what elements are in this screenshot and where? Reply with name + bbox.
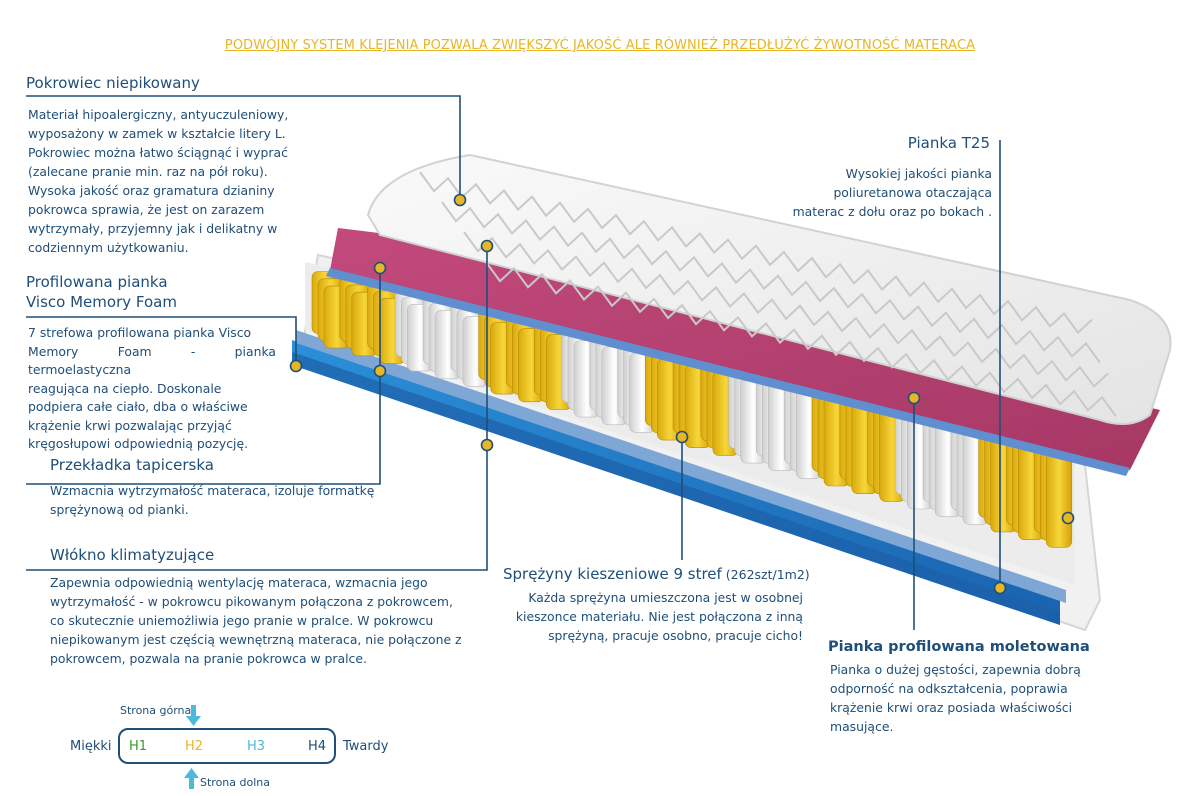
marker-moletowana bbox=[907, 391, 921, 405]
sprezyny-title-main: Sprężyny kieszeniowe 9 stref bbox=[503, 565, 722, 583]
text-line: 7 strefowa profilowana pianka Visco bbox=[28, 325, 252, 340]
text-line: Pokrowiec można łatwo ściągnąć i wyprać bbox=[28, 145, 288, 160]
visco-title: Profilowana pianka Visco Memory Foam bbox=[26, 272, 177, 312]
text-line: (zalecane pranie min. raz na pół roku). bbox=[28, 164, 268, 179]
text-line: masujące. bbox=[830, 719, 894, 734]
arrow-up-icon bbox=[184, 768, 199, 789]
text-line: pokrowcem, pozwala na pranie pokrowca w … bbox=[50, 651, 367, 666]
pianka-t25-description: Wysokiej jakości pianka poliuretanowa ot… bbox=[760, 164, 992, 221]
przekladka-description: Wzmacnia wytrzymałość materaca, izoluje … bbox=[50, 481, 390, 519]
text-line: odporność na odkształcenia, poprawia bbox=[830, 681, 1068, 696]
marker-bottom-foam bbox=[289, 359, 303, 373]
hardness-level-h3: H3 bbox=[247, 739, 266, 754]
text-line: Pianka o dużej gęstości, zapewnia dobrą bbox=[830, 662, 1081, 677]
text-line: Memory Foam - pianka termoelastyczna bbox=[28, 343, 276, 378]
text-line: sprężyną, pracuje osobno, pracuje cicho! bbox=[548, 628, 803, 643]
text-line: wytrzymałość - w pokrowcu pikowanym połą… bbox=[50, 594, 453, 609]
sprezyny-description: Każda sprężyna umieszczona jest w osobne… bbox=[490, 588, 803, 645]
marker-sprezyny bbox=[675, 430, 689, 444]
text-line: wytrzymały, przyjemny jak i delikatny w bbox=[28, 221, 278, 236]
marker-visco bbox=[373, 364, 387, 378]
pokrowiec-title: Pokrowiec niepikowany bbox=[26, 74, 200, 92]
pianka-t25-title: Pianka T25 bbox=[907, 134, 990, 152]
wlokno-title: Włókno klimatyzujące bbox=[50, 546, 215, 564]
marker-spacer bbox=[480, 438, 494, 452]
visco-foam-layer bbox=[330, 228, 1160, 470]
sprezyny-title-suffix: (262szt/1m2) bbox=[721, 567, 810, 582]
text-line: Wysokiej jakości pianka bbox=[845, 166, 992, 181]
arrow-down-icon bbox=[186, 705, 201, 726]
przekladka-title: Przekładka tapicerska bbox=[50, 456, 214, 474]
leader-lines bbox=[26, 95, 1001, 630]
marker-przekladka bbox=[373, 261, 387, 275]
text-line: reagująca na ciepło. Doskonale bbox=[28, 380, 222, 396]
visco-description: 7 strefowa profilowana pianka Visco Memo… bbox=[28, 324, 276, 454]
hardness-level-h4: H4 bbox=[308, 739, 327, 754]
text-line: podpiera całe ciało, dba o właściwe bbox=[28, 399, 248, 414]
text-line: materac z dołu oraz po bokach . bbox=[792, 204, 992, 219]
text-line: wyposażony w zamek w kształcie litery L. bbox=[28, 126, 286, 141]
hardness-left-label: Miękki bbox=[70, 739, 112, 754]
marker-pokrowiec bbox=[453, 193, 467, 207]
moletowana-title: Pianka profilowana moletowana bbox=[828, 639, 1090, 655]
wlokno-description: Zapewnia odpowiednią wentylację materaca… bbox=[50, 573, 480, 668]
text-line: kieszonce materiału. Nie jest połączona … bbox=[515, 609, 803, 624]
marker-wlokno bbox=[480, 239, 494, 253]
text-line: Wysoka jakość oraz gramatura dzianiny bbox=[28, 183, 275, 198]
marker-side bbox=[1061, 511, 1075, 525]
visco-title-line2: Visco Memory Foam bbox=[26, 293, 177, 311]
text-line: niepikowanym jest częścią wewnętrzną mat… bbox=[50, 632, 462, 647]
quilting-line bbox=[485, 261, 1117, 417]
pokrowiec-description: Materiał hipoalergiczny, antyuczuleniowy… bbox=[28, 105, 328, 257]
text-line: poliuretanowa otaczająca bbox=[833, 185, 992, 200]
page-title: PODWÓJNY SYSTEM KLEJENIA POZWALA ZWIĘKSZ… bbox=[224, 38, 976, 53]
text-line: Każda sprężyna umieszczona jest w osobne… bbox=[528, 590, 803, 605]
text-line: codziennym użytkowaniu. bbox=[28, 240, 189, 255]
hardness-top-label: Strona górna bbox=[120, 704, 192, 717]
hardness-bottom-label: Strona dolna bbox=[200, 776, 270, 789]
hardness-scale-box bbox=[118, 728, 336, 764]
text-line: sprężynową od pianki. bbox=[50, 502, 189, 517]
text-line: pokrowca sprawia, że jest on zarazem bbox=[28, 202, 265, 217]
hardness-right-label: Twardy bbox=[343, 739, 389, 754]
quilting-line bbox=[441, 201, 1101, 364]
markers bbox=[289, 193, 1075, 595]
hardness-level-h2: H2 bbox=[185, 739, 204, 754]
quilting-line bbox=[419, 171, 1093, 335]
text-line: Zapewnia odpowiednią wentylację materaca… bbox=[50, 575, 428, 590]
marker-t25 bbox=[993, 581, 1007, 595]
text-line: co skutecznie uniemożliwia jego pranie w… bbox=[50, 613, 434, 628]
text-line: krążenie krwi pozwalając przyjąć bbox=[28, 417, 232, 433]
text-line: Wzmacnia wytrzymałość materaca, izoluje … bbox=[50, 483, 375, 498]
visco-foam-blue-edge bbox=[326, 268, 1130, 476]
sprezyny-title: Sprężyny kieszeniowe 9 stref (262szt/1m2… bbox=[503, 564, 810, 585]
text-line: kręgosłupowi odpowiednią pozycję. bbox=[28, 436, 249, 451]
top-cover bbox=[366, 153, 1172, 425]
spacer-layer bbox=[296, 330, 1066, 603]
moletowana-description: Pianka o dużej gęstości, zapewnia dobrą … bbox=[830, 660, 1130, 736]
visco-title-line1: Profilowana pianka bbox=[26, 273, 168, 291]
hardness-level-h1: H1 bbox=[129, 739, 148, 754]
bottom-wave-foam-front bbox=[292, 352, 1060, 625]
text-line: krążenie krwi oraz posiada właściwości bbox=[830, 700, 1073, 715]
text-line: Materiał hipoalergiczny, antyuczuleniowy… bbox=[28, 107, 289, 122]
